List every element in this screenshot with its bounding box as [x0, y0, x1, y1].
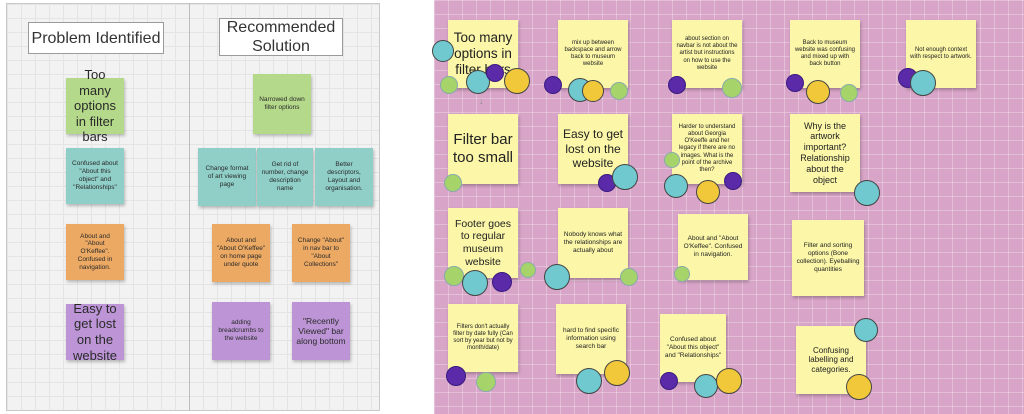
vote-dot[interactable] [674, 266, 690, 282]
problem-note[interactable]: About and "About O'Keffee". Confused in … [66, 224, 124, 280]
vote-dot[interactable] [520, 262, 536, 278]
solution-note[interactable]: Change format of art viewing page [198, 148, 256, 206]
sticky-note[interactable]: Why is the artwork important? Relationsh… [790, 114, 860, 192]
vote-dot[interactable] [724, 172, 742, 190]
vote-dot[interactable] [664, 152, 680, 168]
vote-dot[interactable] [806, 80, 830, 104]
vote-dot[interactable] [444, 266, 464, 286]
vote-dot[interactable] [476, 372, 496, 392]
vote-dot[interactable] [910, 70, 936, 96]
solution-note[interactable]: "Recently Viewed" bar along bottom [292, 302, 350, 360]
vote-dot[interactable] [694, 374, 718, 398]
solution-note[interactable]: Better descriptors, Layout and organisat… [315, 148, 373, 206]
sticky-note[interactable]: Filter bar too small [448, 114, 518, 184]
vote-dot[interactable] [492, 272, 512, 292]
vote-dot[interactable] [840, 84, 858, 102]
sticky-note[interactable]: Filters don't actually filter by date fu… [448, 304, 518, 372]
vote-dot[interactable] [716, 368, 742, 394]
solution-note[interactable]: Narrowed down filter options [253, 74, 311, 134]
sticky-note[interactable]: Confused about "About this object" and "… [660, 314, 726, 382]
column-divider [189, 3, 190, 411]
connector-arrow-icon: ↓ [479, 96, 484, 106]
vote-dot[interactable] [486, 64, 504, 82]
problem-column-title: Problem Identified [28, 22, 164, 54]
vote-dot[interactable] [786, 74, 804, 92]
sticky-note[interactable]: mix up between backspace and arrow back … [558, 20, 628, 88]
problem-note[interactable]: Confused about "About this object" and "… [66, 148, 124, 204]
vote-dot[interactable] [462, 270, 488, 296]
vote-dot[interactable] [696, 180, 720, 204]
vote-dot[interactable] [544, 76, 562, 94]
problem-note[interactable]: Too many options in filter bars [66, 67, 124, 144]
solution-column-title: Recommended Solution [219, 18, 343, 56]
problem-note[interactable]: Easy to get lost on the website [66, 301, 124, 363]
vote-dot[interactable] [544, 264, 570, 290]
vote-dot[interactable] [664, 174, 688, 198]
vote-dot[interactable] [440, 76, 458, 94]
vote-dot[interactable] [846, 374, 872, 400]
vote-dot[interactable] [444, 174, 462, 192]
sticky-note[interactable]: about section on navbar is not about the… [672, 20, 742, 88]
vote-dot[interactable] [504, 68, 530, 94]
sticky-note[interactable]: Footer goes to regular museum website [448, 208, 518, 278]
vote-dot[interactable] [620, 268, 638, 286]
vote-dot[interactable] [722, 78, 742, 98]
vote-dot[interactable] [582, 80, 604, 102]
vote-dot[interactable] [604, 360, 630, 386]
solution-note[interactable]: About and "About O'Keffee" on home page … [212, 224, 270, 282]
sticky-note[interactable]: Nobody knows what the relationships are … [558, 208, 628, 278]
solution-note[interactable]: adding breadcrumbs to the website [212, 302, 270, 360]
vote-dot[interactable] [612, 164, 638, 190]
vote-dot[interactable] [668, 76, 686, 94]
vote-dot[interactable] [610, 82, 628, 100]
sticky-note[interactable]: About and "About O'Keffee". Confused in … [678, 214, 748, 280]
vote-dot[interactable] [854, 180, 880, 206]
vote-dot[interactable] [576, 368, 602, 394]
sticky-note[interactable]: Filter and sorting options (Bone collect… [792, 220, 864, 296]
vote-dot[interactable] [446, 366, 466, 386]
vote-dot[interactable] [660, 372, 678, 390]
vote-dot[interactable] [432, 40, 454, 62]
solution-note[interactable]: Get rid of number, change description na… [257, 148, 313, 206]
solution-note[interactable]: Change "About" in nav bar to "About Coll… [292, 224, 350, 282]
vote-dot[interactable] [854, 318, 878, 342]
